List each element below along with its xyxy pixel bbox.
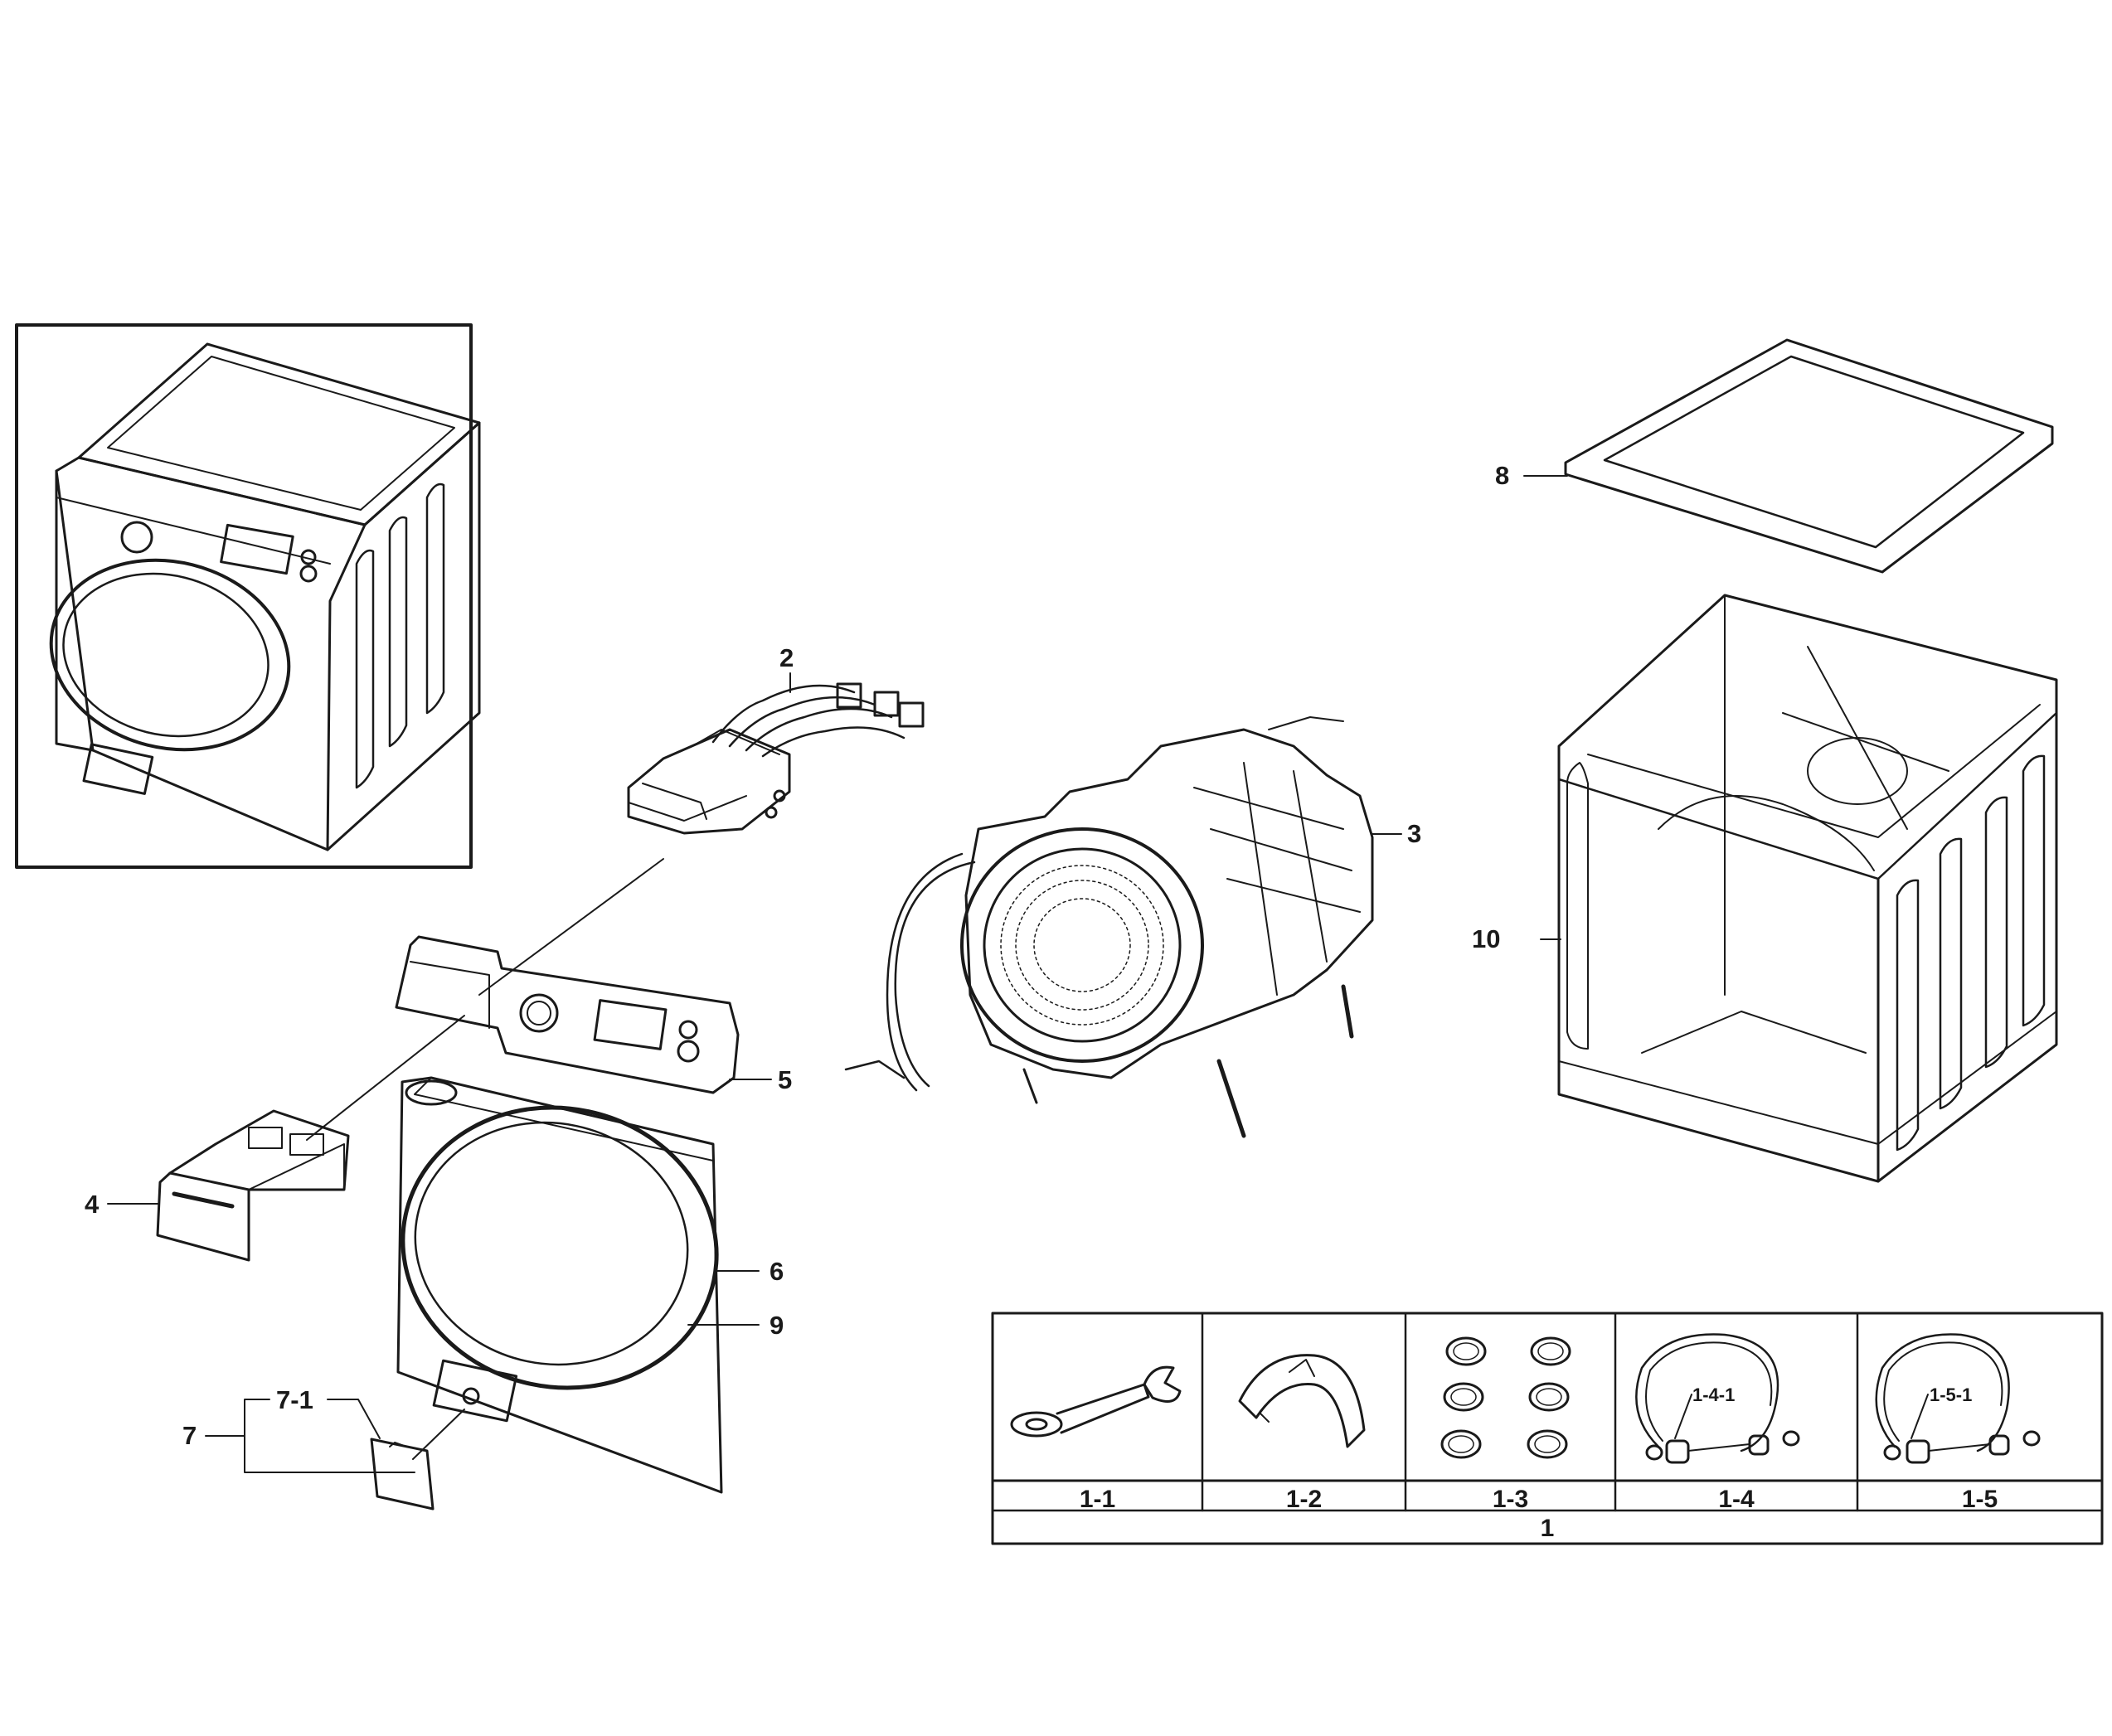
inlet-hose-icon — [1635, 1333, 1800, 1464]
callout-10: 10 — [1472, 924, 1501, 953]
detergent-drawer-group — [107, 1015, 465, 1262]
callout-4: 4 — [85, 1190, 100, 1219]
harness-housing-group — [627, 672, 925, 835]
leader-4-to-panel — [306, 1015, 465, 1141]
leader-5-to-housing — [478, 858, 664, 996]
callout-2: 2 — [779, 643, 794, 672]
kit-table-labels: 1-4-1 1-5-1 1-1 1-2 1-3 1-4 1-5 1 — [993, 1313, 2102, 1544]
callout-9: 9 — [770, 1311, 784, 1340]
tub-assembly-group — [844, 716, 1402, 1138]
callout-6: 6 — [770, 1257, 784, 1286]
kit-cell-1-5: 1-5 — [1961, 1486, 1998, 1513]
kit-cell-1-1: 1-1 — [1079, 1486, 1116, 1513]
inlet-hose-icon-2 — [1875, 1333, 2041, 1464]
front-panel-group — [396, 1076, 760, 1494]
kit-table — [991, 1312, 2104, 1545]
kit-footer: 1 — [1540, 1515, 1555, 1542]
wrench-icon — [1010, 1365, 1182, 1438]
callout-8: 8 — [1495, 461, 1510, 490]
cap-set-icon — [1440, 1336, 1571, 1459]
overview-frame — [15, 323, 473, 869]
kit-cell-1-2: 1-2 — [1285, 1486, 1323, 1513]
hose-clamp-icon — [1238, 1354, 1366, 1448]
callout-5: 5 — [778, 1065, 793, 1094]
kit-sublabel-1-5-1: 1-5-1 — [1930, 1384, 1973, 1405]
top-cover-group — [1523, 338, 2054, 574]
washer-overview-icon — [49, 342, 481, 851]
cabinet-group — [1540, 594, 2058, 1183]
kit-cell-1-3: 1-3 — [1492, 1486, 1529, 1513]
kit-sublabel-1-4-1: 1-4-1 — [1692, 1384, 1736, 1405]
callout-3: 3 — [1407, 819, 1422, 848]
callout-7: 7 — [182, 1421, 197, 1450]
kit-cell-1-4: 1-4 — [1718, 1486, 1755, 1513]
overview-washer-group — [15, 323, 481, 869]
filter-cover-group — [205, 1399, 465, 1511]
control-panel-group — [395, 858, 772, 1094]
callout-7-1: 7-1 — [276, 1385, 313, 1414]
bracket-7 — [244, 1399, 415, 1473]
